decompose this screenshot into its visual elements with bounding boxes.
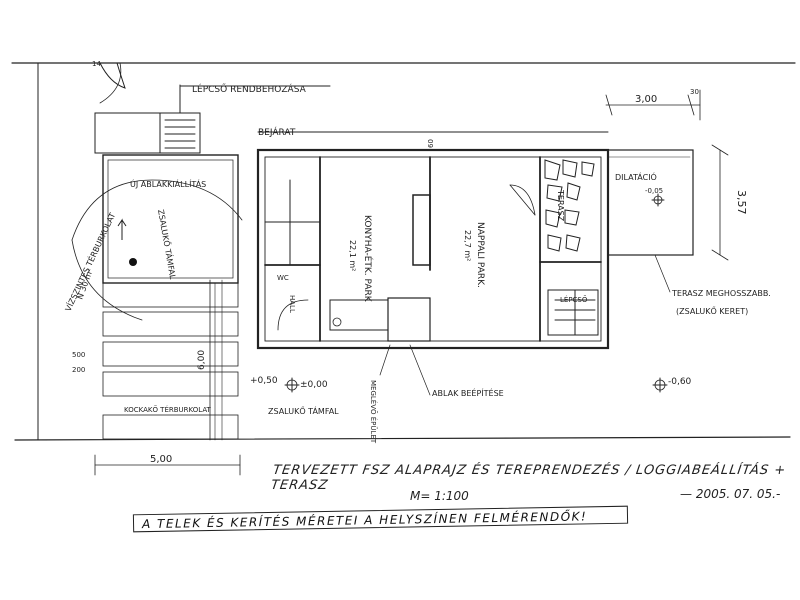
kitchen-area-label: 22,1 m²: [348, 240, 357, 271]
terrace-label: TERASZ: [556, 189, 565, 222]
dim-60: 60: [427, 139, 435, 148]
level-minus-060: -0,60: [668, 377, 692, 387]
dim-600: 6,00: [197, 350, 207, 370]
cobble-path-label: KOCKAKŐ TÉRBURKOLAT: [124, 405, 212, 414]
hall-label: HALL: [288, 295, 296, 313]
pillar-label: DILATÁCIÓ: [615, 171, 657, 182]
dim-357: 3,57: [735, 190, 748, 215]
living-area-label: 22,7 m²: [463, 230, 472, 261]
terrace-frame-label: (ZSALUKŐ KERET): [676, 306, 748, 316]
retaining-wall-top-label: ZSALUKŐ TÁMFAL: [156, 208, 179, 280]
dim-500: 5,00: [150, 454, 172, 465]
level-zero: ±0,00: [300, 380, 328, 390]
level-minus-005: -0,05: [645, 187, 663, 195]
window-note-label: ABLAK BEÉPÍTÉSE: [432, 387, 504, 398]
dim-14: 14: [92, 60, 101, 68]
dim-500a: 500: [72, 351, 85, 359]
drawing-date: — 2005. 07. 05.-: [680, 487, 781, 501]
kitchen-label: KONYHA-ÉTK. PARK: [362, 215, 374, 303]
bathroom-label: WC: [277, 274, 289, 282]
drawing-scale: M= 1:100: [410, 489, 469, 503]
living-label: NAPPALI PARK.: [475, 222, 485, 288]
retaining-wall-label: ZSALUKŐ TÁMFAL: [268, 405, 339, 416]
existing-building-label: MEGLÉVŐ ÉPÜLET: [369, 380, 378, 444]
stair-repair-label: LÉPCSŐ RENDBEHOZÁSA: [192, 83, 307, 95]
dim-200: 200: [72, 366, 85, 374]
level-plus-050: +0,50: [250, 376, 278, 386]
terrace-extension-label: TERASZ MEGHOSSZABB.: [671, 289, 771, 298]
stairs-label: LÉPCSŐ: [560, 295, 588, 304]
dim-30: 30: [690, 88, 699, 96]
dim-300: 3,00: [635, 94, 657, 105]
lot-side-label: VÍZSZINTES TÉRBURKOLAT: [62, 211, 118, 313]
new-window-label: ÚJ ABLAKKIÁLLÍTÁS: [130, 178, 206, 189]
entrance-label: BEJÁRAT: [258, 126, 296, 138]
